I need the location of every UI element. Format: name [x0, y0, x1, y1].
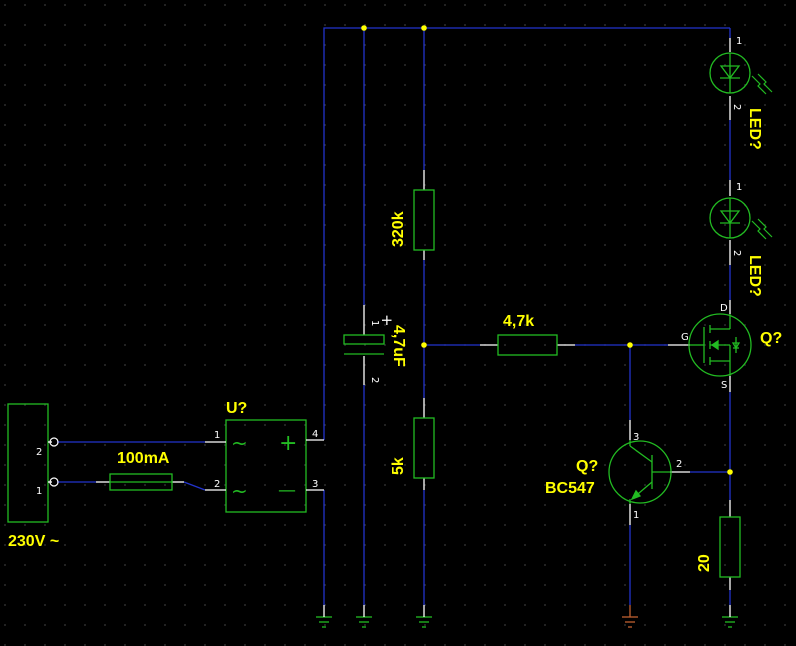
bjt-pin-base: 2 [676, 459, 682, 470]
resistor-4-7k-label: 4,7k [503, 313, 534, 330]
capacitor-polarity-mark: + [378, 314, 396, 327]
mosfet-ref-label: Q? [760, 330, 782, 347]
bridge-pin-4: 4 [312, 429, 318, 440]
led-1-pin-2: 2 [731, 104, 742, 110]
resistor-5k[interactable]: 5k [390, 398, 435, 490]
junction-divider-mid [421, 342, 427, 348]
led-1-emission-arrows-icon [751, 73, 773, 95]
resistor-320k-label: 320k [390, 211, 407, 247]
mosfet-pin-drain: D [720, 303, 728, 314]
connector-ref-label: 230V ~ [8, 533, 59, 550]
resistor-5k-label: 5k [390, 457, 407, 475]
ac-connector[interactable]: 2 1 230V ~ [7, 403, 59, 550]
ground-sense [722, 605, 738, 628]
fuse[interactable]: 100mA [96, 450, 184, 491]
capacitor-value-label: 4,7uF [390, 325, 407, 367]
connector-pin-label-1: 1 [36, 486, 42, 497]
bridge-ac-symbol-1: ~ [231, 431, 248, 455]
bridge-rectifier[interactable]: 1 2 4 3 ~ ~ + — U? [205, 400, 324, 513]
resistor-20-label: 20 [696, 554, 713, 572]
bjt-pin-emitter: 1 [633, 510, 639, 521]
resistor-4-7k[interactable]: 4,7k [480, 313, 575, 356]
led-1-ref-label: LED? [746, 108, 763, 150]
mosfet-pin-source: S [721, 380, 727, 391]
connector-pin-label-2: 2 [36, 447, 42, 458]
junction-rail-cap [361, 25, 367, 31]
junction-source-base [727, 469, 733, 475]
bjt-transistor[interactable]: 3 2 1 Q? BC547 [545, 420, 690, 525]
led-2-ref-label: LED? [746, 255, 763, 297]
capacitor[interactable]: 1 2 + 4,7uF [343, 305, 407, 385]
connector-terminal-1[interactable] [49, 477, 59, 487]
junction-gate-collector [627, 342, 633, 348]
resistor-320k[interactable]: 320k [390, 170, 435, 260]
mosfet[interactable]: D G S Q? [668, 300, 782, 392]
bridge-minus-symbol: — [278, 480, 296, 501]
capacitor-pin-1: 1 [369, 320, 380, 326]
led-1[interactable]: 1 2 LED? [709, 36, 773, 150]
led-2-pin-2: 2 [731, 250, 742, 256]
bjt-ref-label: Q? [576, 458, 598, 475]
bridge-ac-symbol-2: ~ [231, 479, 248, 503]
bjt-value-label: BC547 [545, 480, 595, 497]
bridge-plus-symbol: + [279, 431, 297, 456]
wire-bridge-plus[interactable] [323, 27, 730, 440]
ground-bridge [316, 605, 332, 628]
bridge-ref-label: U? [226, 400, 247, 417]
bridge-pin-2: 2 [214, 479, 220, 490]
junctions [361, 25, 733, 475]
fuse-value-label: 100mA [117, 450, 170, 467]
capacitor-pin-2: 2 [369, 377, 380, 383]
led-2-emission-arrows-icon [751, 218, 773, 240]
wire-fuse-bridge[interactable] [183, 481, 206, 491]
led-1-pin-1: 1 [736, 36, 742, 47]
resistor-20[interactable]: 20 [696, 500, 741, 590]
ground-bjt [622, 605, 638, 628]
led-2-pin-1: 1 [736, 182, 742, 193]
junction-rail-divider [421, 25, 427, 31]
bridge-pin-1: 1 [214, 430, 220, 441]
mosfet-pin-gate: G [681, 332, 689, 343]
wires [57, 27, 731, 605]
led-2[interactable]: 1 2 LED? [709, 180, 773, 297]
ground-capacitor [356, 605, 372, 628]
bridge-pin-3: 3 [312, 479, 318, 490]
bjt-pin-collector: 3 [633, 432, 639, 443]
ground-divider [416, 605, 432, 628]
connector-terminal-2[interactable] [49, 437, 59, 447]
